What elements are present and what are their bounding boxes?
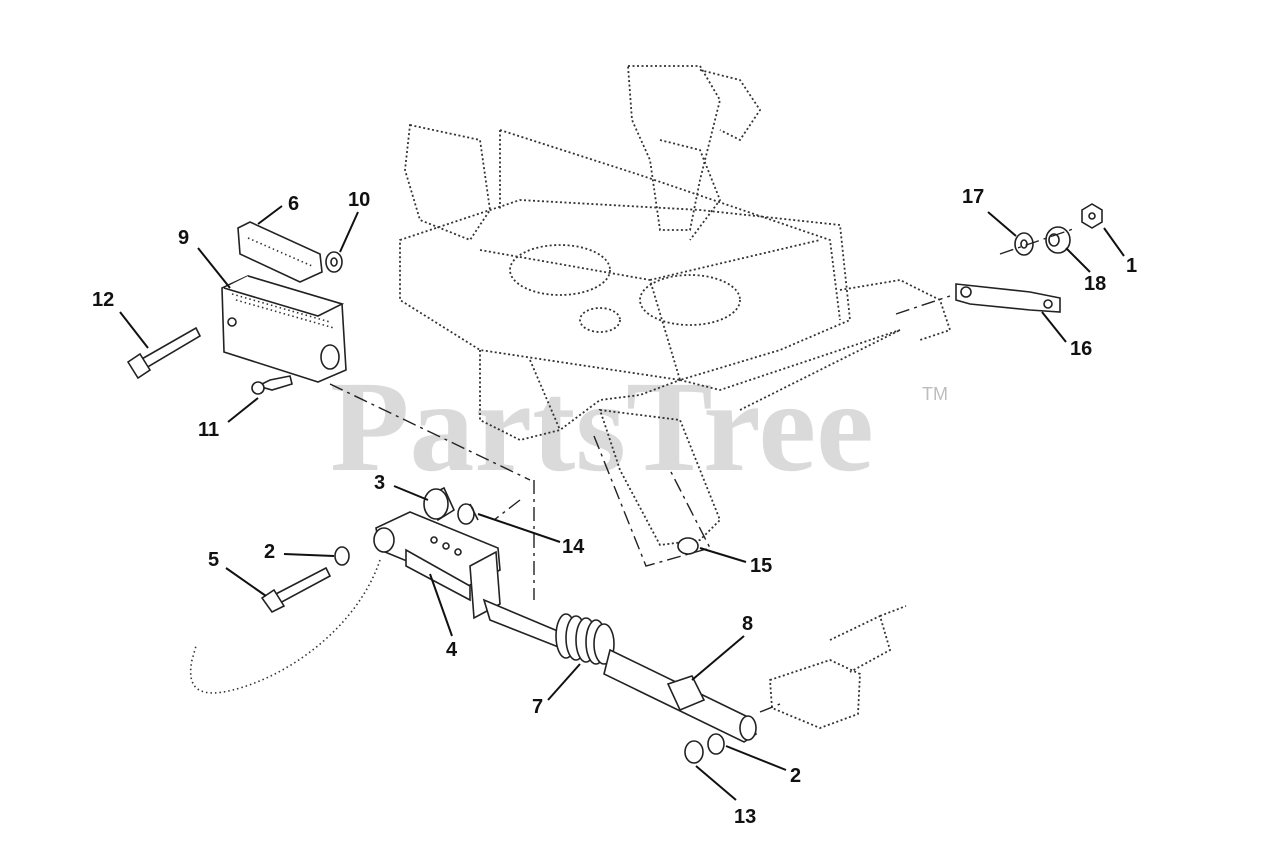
part-3-bushing — [423, 486, 456, 522]
callout-6[interactable]: 6 — [288, 193, 299, 215]
callout-2-lower[interactable]: 2 — [790, 765, 801, 787]
leader-14 — [477, 513, 561, 543]
callout-5[interactable]: 5 — [208, 549, 219, 571]
leader-9 — [197, 247, 231, 289]
callout-14[interactable]: 14 — [562, 536, 585, 558]
leader-11 — [227, 397, 259, 423]
callout-4[interactable]: 4 — [446, 639, 458, 661]
part-17-washer — [1014, 232, 1034, 256]
watermark-trademark: TM — [922, 384, 948, 404]
leader-6 — [257, 205, 283, 225]
leader-8 — [691, 635, 745, 681]
callout-13[interactable]: 13 — [734, 806, 756, 828]
callout-10[interactable]: 10 — [348, 189, 370, 211]
callout-labels: 1 2 2 3 4 5 6 7 8 9 10 11 12 13 14 15 16… — [92, 186, 1137, 828]
part-12-bolt — [126, 326, 202, 380]
leader-10 — [339, 211, 359, 253]
part-6-bracket — [237, 221, 323, 283]
callout-15[interactable]: 15 — [750, 555, 772, 577]
part-13-clip — [684, 740, 704, 764]
callout-17[interactable]: 17 — [962, 186, 984, 208]
leader-1 — [1103, 227, 1125, 257]
part-2-washer-upper — [334, 546, 350, 566]
leader-lines — [119, 205, 1125, 801]
callout-16[interactable]: 16 — [1070, 338, 1092, 360]
part-1-nut — [1081, 203, 1103, 229]
leader-2-upper — [283, 553, 335, 557]
leader-3 — [393, 485, 429, 501]
watermark-text: PartsTree — [330, 355, 874, 499]
part-2-washer-lower — [707, 733, 725, 755]
leader-7 — [547, 663, 581, 701]
leader-13 — [695, 765, 737, 801]
part-9-mount-block — [221, 275, 347, 383]
part-7-spring — [555, 613, 615, 665]
part-4-lift-arm — [373, 511, 568, 652]
leader-18 — [1065, 247, 1091, 273]
part-10-nut — [325, 251, 343, 273]
leader-5 — [225, 567, 267, 597]
tractor-frame — [399, 65, 952, 546]
leader-4 — [429, 573, 453, 637]
part-5-bolt — [260, 566, 332, 614]
part-16-link-arm — [955, 283, 1061, 313]
callout-11[interactable]: 11 — [198, 419, 219, 441]
callout-1[interactable]: 1 — [1126, 255, 1137, 277]
callout-18[interactable]: 18 — [1084, 273, 1106, 295]
leader-12 — [119, 311, 149, 349]
callout-3[interactable]: 3 — [374, 472, 385, 494]
callout-9[interactable]: 9 — [178, 227, 189, 249]
leader-2-lower — [725, 745, 787, 771]
pedal-bracket — [769, 605, 907, 729]
callout-8[interactable]: 8 — [742, 613, 753, 635]
leader-16 — [1041, 311, 1067, 343]
callout-7[interactable]: 7 — [532, 696, 543, 718]
callout-12[interactable]: 12 — [92, 289, 114, 311]
leader-17 — [987, 211, 1017, 237]
callout-2-upper[interactable]: 2 — [264, 541, 275, 563]
cable — [190, 559, 381, 694]
alignment-lines — [329, 227, 1077, 713]
part-8-collar — [666, 675, 706, 712]
part-14-clip — [457, 503, 479, 525]
leader-15 — [699, 547, 747, 563]
part-11-screw — [251, 375, 293, 395]
